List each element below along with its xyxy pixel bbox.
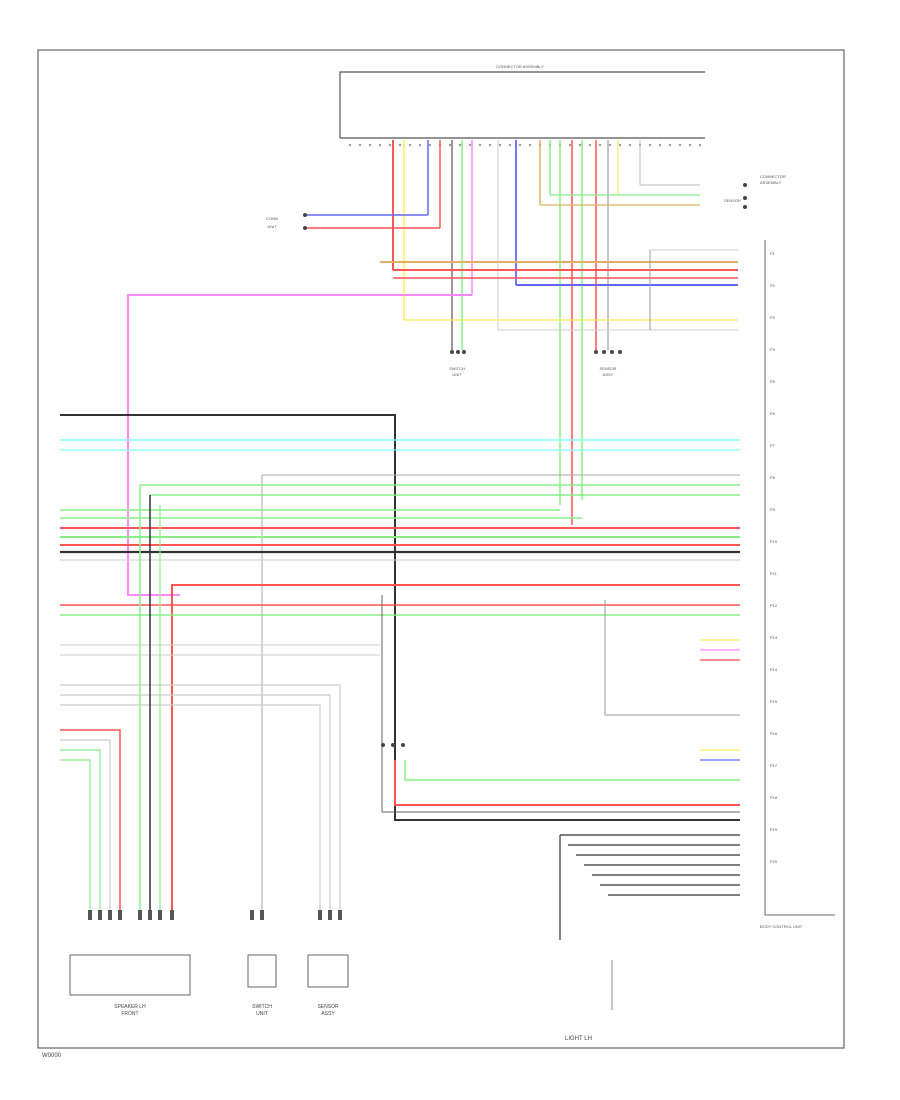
connector-pin	[348, 143, 352, 147]
svg-text:SENSOR: SENSOR	[724, 198, 741, 203]
component-sub-3: ASSY	[321, 1011, 335, 1017]
svg-text:SWITCH: SWITCH	[449, 366, 465, 371]
connector-pin	[568, 143, 572, 147]
right-pin-label: P14	[770, 667, 778, 672]
connector-pin	[418, 143, 422, 147]
svg-text:ASSY: ASSY	[603, 372, 614, 377]
terminal	[148, 910, 152, 920]
connector-pin	[688, 143, 692, 147]
svg-text:UNIT: UNIT	[267, 224, 277, 229]
right-pin-label: P4	[770, 347, 776, 352]
svg-text:CONN: CONN	[266, 216, 278, 221]
footer-label: LIGHT LH	[565, 1036, 592, 1042]
terminal	[158, 910, 162, 920]
connector-pin	[398, 143, 402, 147]
svg-text:SENSOR: SENSOR	[600, 366, 617, 371]
terminal	[260, 910, 264, 920]
right-pin-label: P16	[770, 731, 778, 736]
connector-pin	[458, 143, 462, 147]
connector-pin	[678, 143, 682, 147]
middle-horizontal-wires	[60, 414, 740, 910]
terminal	[138, 910, 142, 920]
connector-pin	[528, 143, 532, 147]
terminal	[318, 910, 322, 920]
terminal	[88, 910, 92, 920]
lower-right-wires	[381, 595, 740, 813]
connector-pin	[408, 143, 412, 147]
connector-pin	[598, 143, 602, 147]
right-pin-label: P12	[770, 603, 778, 608]
right-module-label: BODY CONTROL UNIT	[760, 924, 803, 929]
right-pin-label: P10	[770, 539, 778, 544]
top-vertical-wires	[392, 140, 700, 525]
right-module: BODY CONTROL UNIT P1P2P3P4P5P6P7P8P9P10P…	[760, 240, 835, 929]
connector-pin	[608, 143, 612, 147]
right-pin-label: P19	[770, 827, 778, 832]
right-pin-label: P17	[770, 763, 778, 768]
connector-pin	[658, 143, 662, 147]
mid-connectors: SWITCH UNIT SENSOR ASSY	[449, 350, 622, 377]
right-pin-label: P5	[770, 379, 776, 384]
right-pin-label: P13	[770, 635, 778, 640]
upper-horizontal-wires	[380, 249, 738, 331]
right-pin-label: P15	[770, 699, 778, 704]
component-label-3: SENSOR	[317, 1004, 339, 1010]
right-pin-label: P3	[770, 315, 776, 320]
connector-pin	[468, 143, 472, 147]
right-pin-label: P11	[770, 571, 778, 576]
connector-pin	[668, 143, 672, 147]
component-label-2: SWITCH	[252, 1004, 272, 1010]
component-sub-2: UNIT	[256, 1011, 268, 1017]
terminal	[98, 910, 102, 920]
bottom-right-bundle	[559, 834, 740, 1010]
right-pin-label: P2	[770, 283, 776, 288]
connector-pin	[488, 143, 492, 147]
connector-pin	[578, 143, 582, 147]
figure-id: W0000	[42, 1053, 62, 1059]
connector-pin	[358, 143, 362, 147]
right-top-connector: CONNECTOR ASSEMBLY SENSOR	[724, 174, 786, 209]
connector-pin	[428, 143, 432, 147]
terminal	[118, 910, 122, 920]
connector-pin	[628, 143, 632, 147]
connector-pin	[448, 143, 452, 147]
connector-pin	[518, 143, 522, 147]
connector-pin	[698, 143, 702, 147]
svg-text:CONNECTOR: CONNECTOR	[760, 174, 786, 179]
right-pin-label: P6	[770, 411, 776, 416]
top-connector-label: CONNECTOR ASSEMBLY	[496, 64, 544, 69]
terminal	[338, 910, 342, 920]
terminal	[170, 910, 174, 920]
right-pin-label: P7	[770, 443, 776, 448]
right-pin-label: P9	[770, 507, 776, 512]
component-sub-1: FRONT	[121, 1011, 138, 1017]
connector-pin	[368, 143, 372, 147]
svg-text:ASSEMBLY: ASSEMBLY	[760, 180, 782, 185]
connector-pin	[478, 143, 482, 147]
connector-pin	[378, 143, 382, 147]
component-label-1: SPEAKER LH	[114, 1004, 146, 1010]
connector-pin	[618, 143, 622, 147]
terminal	[108, 910, 112, 920]
right-pin-label: P1	[770, 251, 776, 256]
connector-pin	[498, 143, 502, 147]
terminal	[250, 910, 254, 920]
right-pin-label: P8	[770, 475, 776, 480]
svg-text:UNIT: UNIT	[452, 372, 462, 377]
right-pin-label: P18	[770, 795, 778, 800]
connector-pin	[588, 143, 592, 147]
left-small-connector: CONN UNIT	[266, 213, 440, 230]
terminal	[328, 910, 332, 920]
top-connector: CONNECTOR ASSEMBLY	[339, 64, 705, 147]
right-pin-label: P20	[770, 859, 778, 864]
connector-pin	[388, 143, 392, 147]
pink-wire	[127, 294, 472, 596]
connector-pin	[648, 143, 652, 147]
connector-pin	[508, 143, 512, 147]
bottom-components: SPEAKER LH FRONT SWITCH UNIT SENSOR ASSY	[69, 910, 349, 1017]
diagram-frame	[37, 49, 845, 1049]
